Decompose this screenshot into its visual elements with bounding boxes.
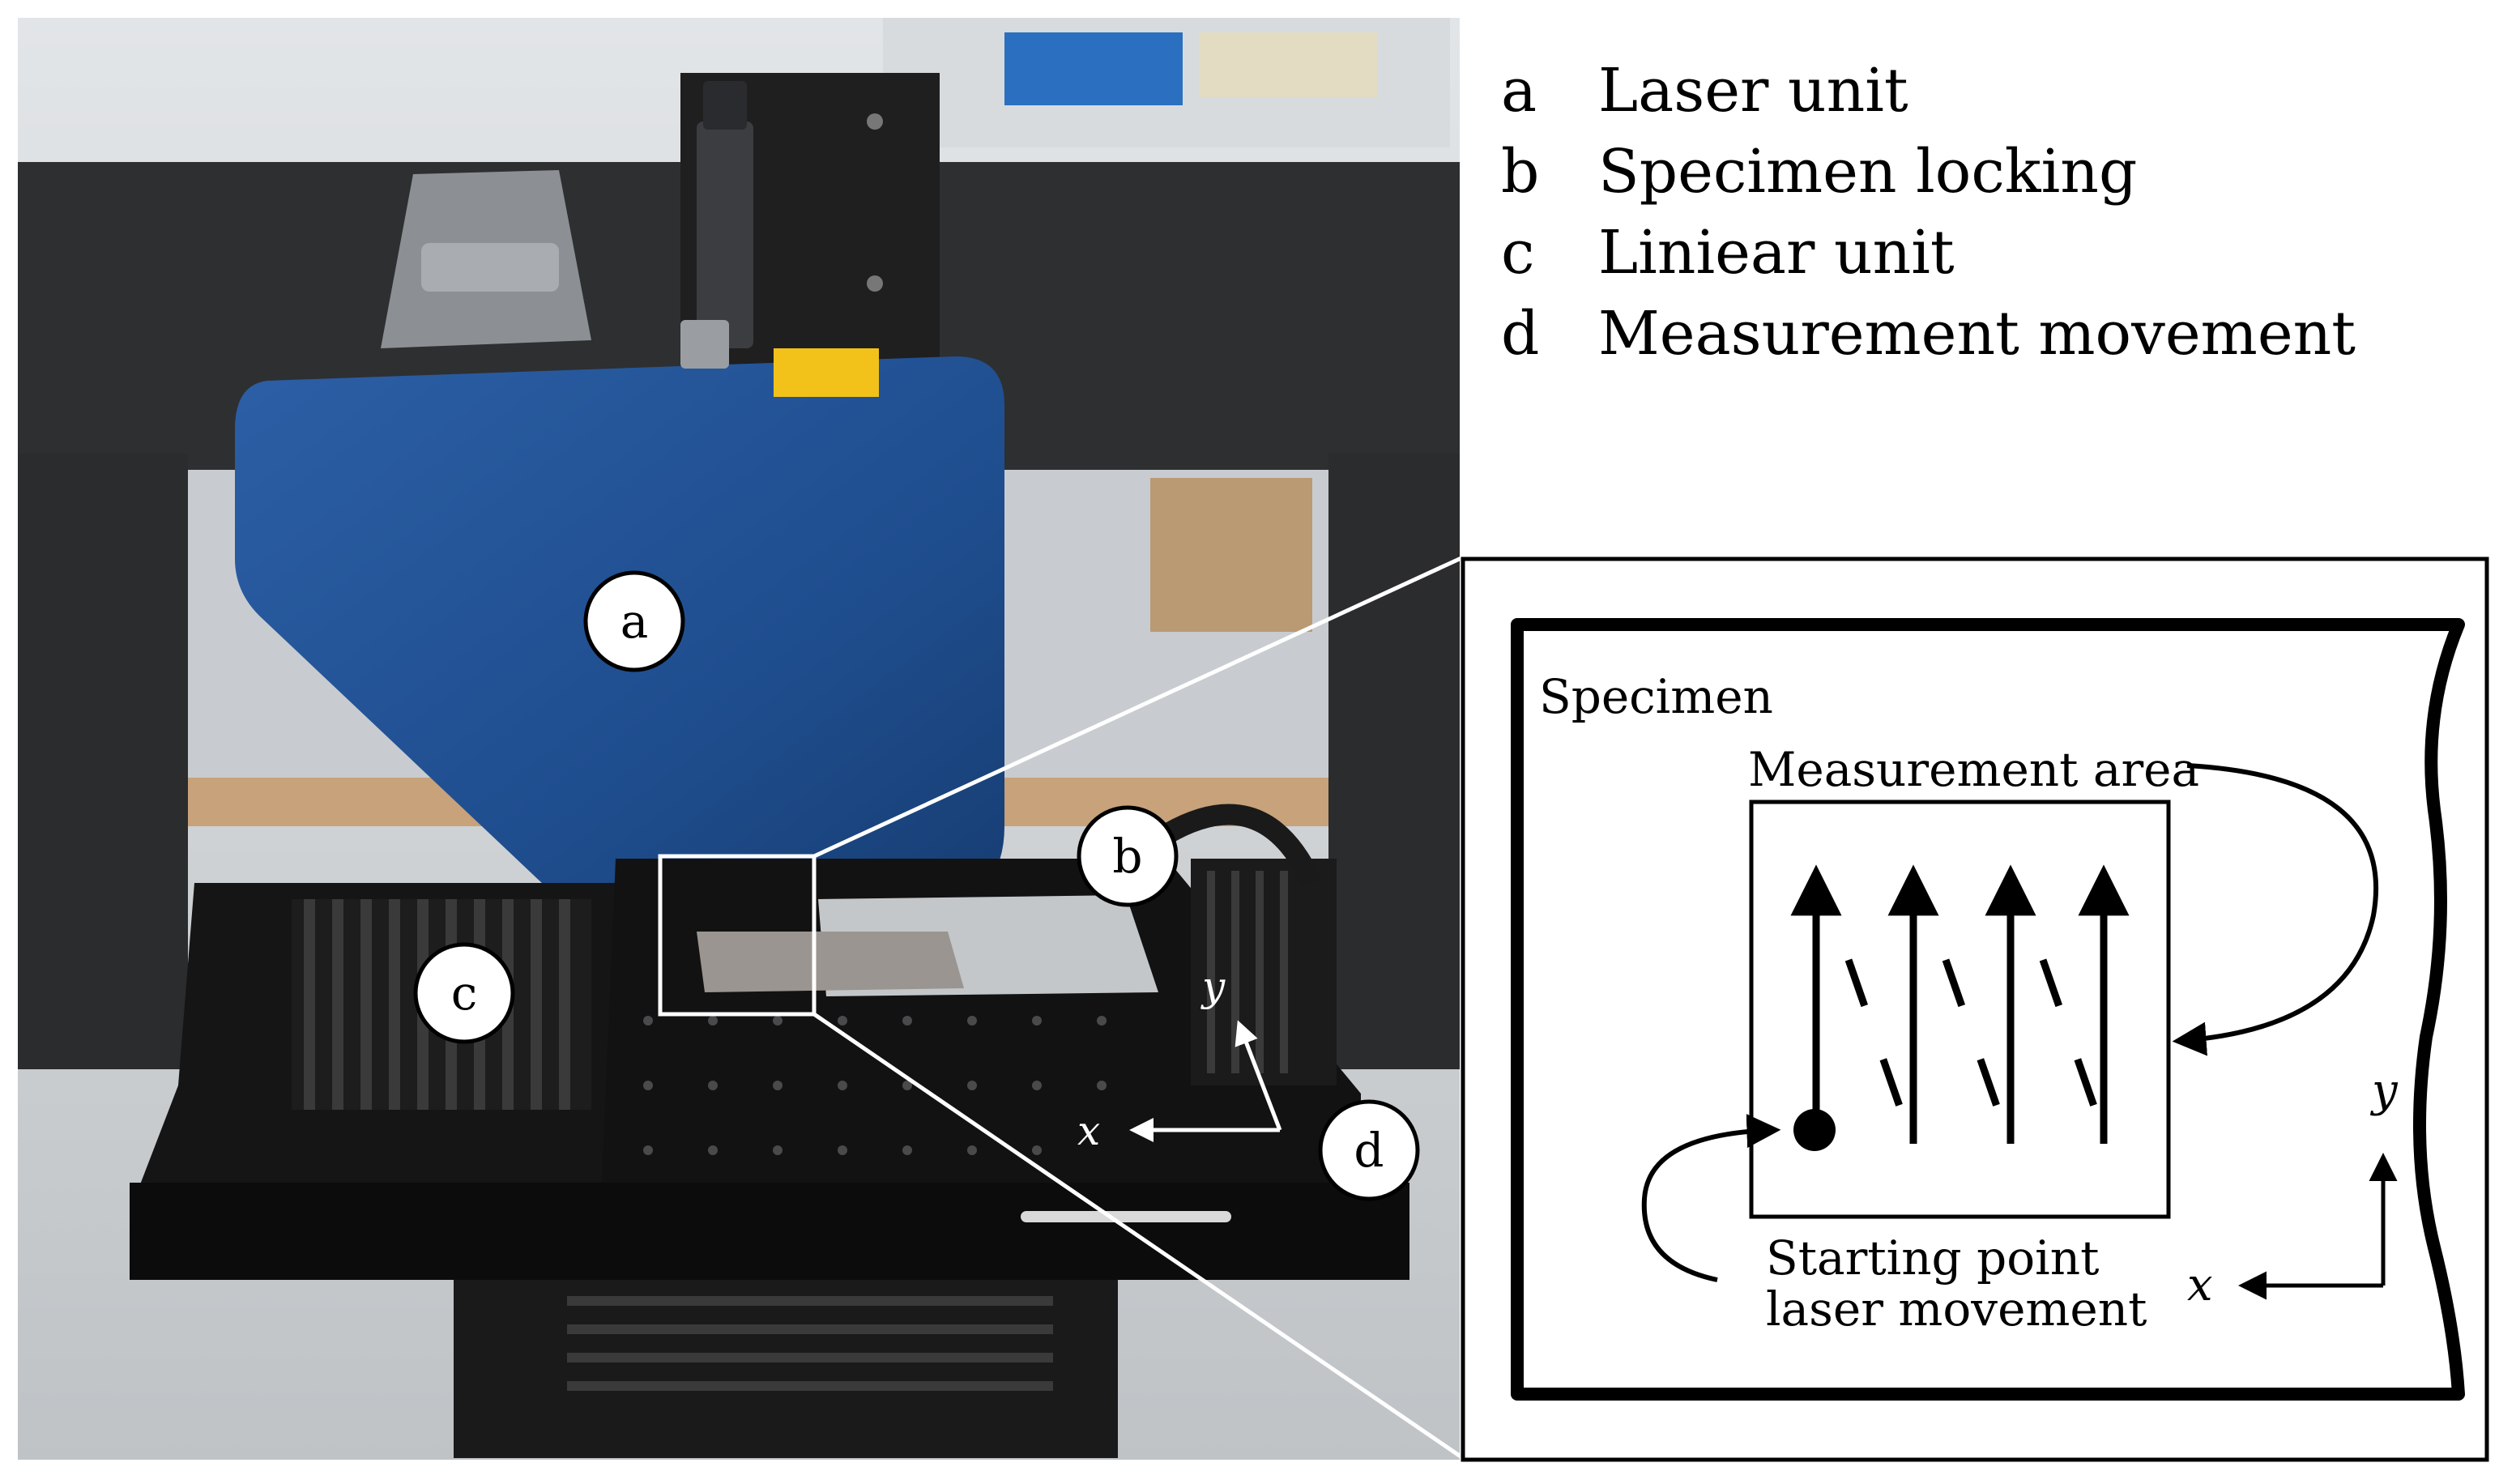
start-label-line1: Starting point [1766, 1230, 2099, 1286]
legend-key-c: c [1501, 218, 1534, 288]
legend-label-c: Liniear unit [1598, 218, 1955, 288]
specimen-label: Specimen [1539, 669, 1773, 724]
callout-a: a [583, 570, 685, 672]
table-front-edge [130, 1183, 1409, 1280]
locking-cable [1161, 804, 1322, 888]
photo-axes: y x [1077, 963, 1282, 1154]
legend-label-d: Measurement movement [1598, 299, 2356, 369]
zoom-line-top [812, 555, 1465, 859]
specimen-strip [697, 932, 964, 992]
measurement-area [1749, 800, 2171, 1219]
table-handle [1021, 1211, 1231, 1222]
cardboard-box [1150, 478, 1312, 632]
start-pointer-arrow [1641, 1114, 1781, 1282]
zoom-box [658, 854, 817, 1017]
scan-lines [1790, 864, 2130, 1144]
svg-text:d: d [1354, 1123, 1384, 1178]
legend-label-a: Laser unit [1598, 56, 1908, 126]
legend-key-b: b [1501, 137, 1539, 207]
frame-left-post [18, 454, 188, 1069]
callout-b: b [1077, 805, 1179, 907]
schematic-frame [1461, 556, 2489, 1462]
callout-d: d [1318, 1099, 1420, 1201]
schematic-axes [2238, 1153, 2398, 1300]
laser-warning-label [774, 348, 879, 397]
blue-box [1004, 32, 1183, 105]
lower-bellows [454, 1280, 1118, 1458]
start-label-line2: laser movement [1766, 1281, 2147, 1337]
legend-key-a: a [1501, 56, 1537, 126]
return-lines [1844, 958, 2102, 1119]
frame-right-post [1328, 454, 1460, 1069]
schematic-axis-y: y [2369, 1064, 2399, 1117]
beige-box [1199, 32, 1377, 97]
zoom-line-bottom [812, 1012, 1465, 1461]
callout-c: c [413, 942, 515, 1044]
photo-axis-y: y [1200, 963, 1226, 1010]
y-rail-bellows [1191, 859, 1337, 1085]
area-pointer-arrow [2172, 763, 2379, 1056]
table-holes [643, 1016, 1107, 1155]
svg-text:a: a [620, 594, 649, 649]
schematic-axis-x: x [2187, 1259, 2213, 1311]
schematic-panel: Specimen Measurement area Starting point… [1461, 556, 2489, 1462]
cylinder-sensor [697, 122, 753, 348]
legend: a Laser unit b Specimen locking c Liniea… [1501, 56, 2356, 369]
specimen-outline [1511, 618, 2465, 1401]
photo-axis-x: x [1077, 1107, 1100, 1154]
legend-label-b: Specimen locking [1598, 137, 2137, 207]
photo-panel: y x a b c d [18, 18, 1465, 1461]
starting-point-dot [1793, 1109, 1836, 1151]
measurement-area-label: Measurement area [1748, 742, 2199, 797]
legend-key-d: d [1501, 299, 1539, 369]
svg-text:c: c [451, 966, 477, 1021]
svg-text:b: b [1112, 829, 1142, 884]
